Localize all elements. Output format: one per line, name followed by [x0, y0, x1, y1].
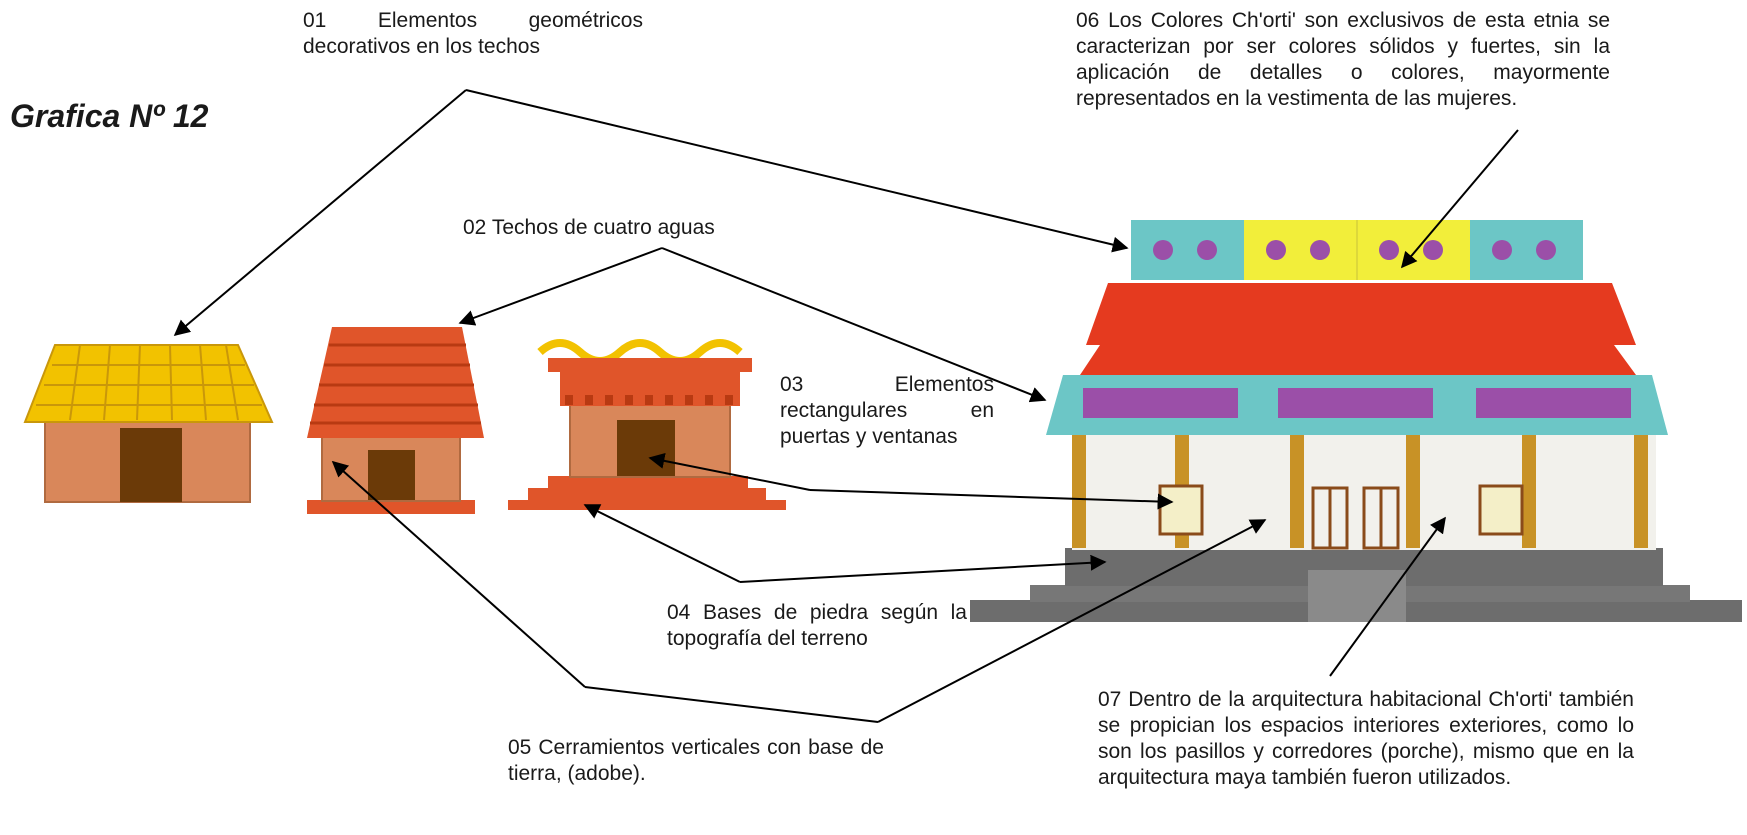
leader-01-to-porch-house — [465, 89, 1129, 253]
label-06-chorti-colors: 06 Los Colores Ch'orti' son exclusivos d… — [1076, 9, 1610, 110]
label-04-stone-bases: 04 Bases de piedra según la topografía d… — [667, 601, 967, 650]
label-02-hip-roofs: 02 Techos de cuatro aguas — [463, 216, 715, 239]
leader-03-to-window — [809, 489, 1174, 510]
label-01-decorative-roof-elements: 01 Elementos geométricos decorativos en … — [303, 9, 643, 58]
leader-02-to-tiled-roof — [458, 247, 663, 326]
leader-06-to-colors — [1400, 129, 1519, 269]
figure-title: Grafica Nº 12 — [10, 98, 209, 134]
label-05-adobe-walls: 05 Cerramientos verticales con base de t… — [508, 736, 884, 785]
house-decorated-temple — [508, 339, 786, 510]
leader-lines — [173, 89, 1519, 723]
label-03-rectangular-openings: 03 Elementos rectangulares en puertas y … — [780, 373, 994, 448]
leader-05-bend — [584, 686, 879, 723]
leader-07-to-porch — [1329, 516, 1446, 677]
house-tiled-roof — [307, 327, 484, 514]
leader-05-to-adobe-wall — [331, 460, 586, 688]
leader-04-to-temple-base — [583, 504, 741, 583]
leader-03-to-temple-door — [648, 452, 811, 491]
label-07-porch-spaces: 07 Dentro de la arquitectura habitaciona… — [1098, 688, 1634, 789]
leader-01-to-hut — [173, 89, 467, 337]
leader-05-to-porch-wall — [877, 519, 1267, 723]
house-thatched-hut — [23, 344, 274, 503]
house-colorful-porch — [970, 220, 1742, 622]
leader-02-to-porch-roof — [661, 247, 1047, 403]
leader-04-to-stone-base — [739, 554, 1107, 583]
